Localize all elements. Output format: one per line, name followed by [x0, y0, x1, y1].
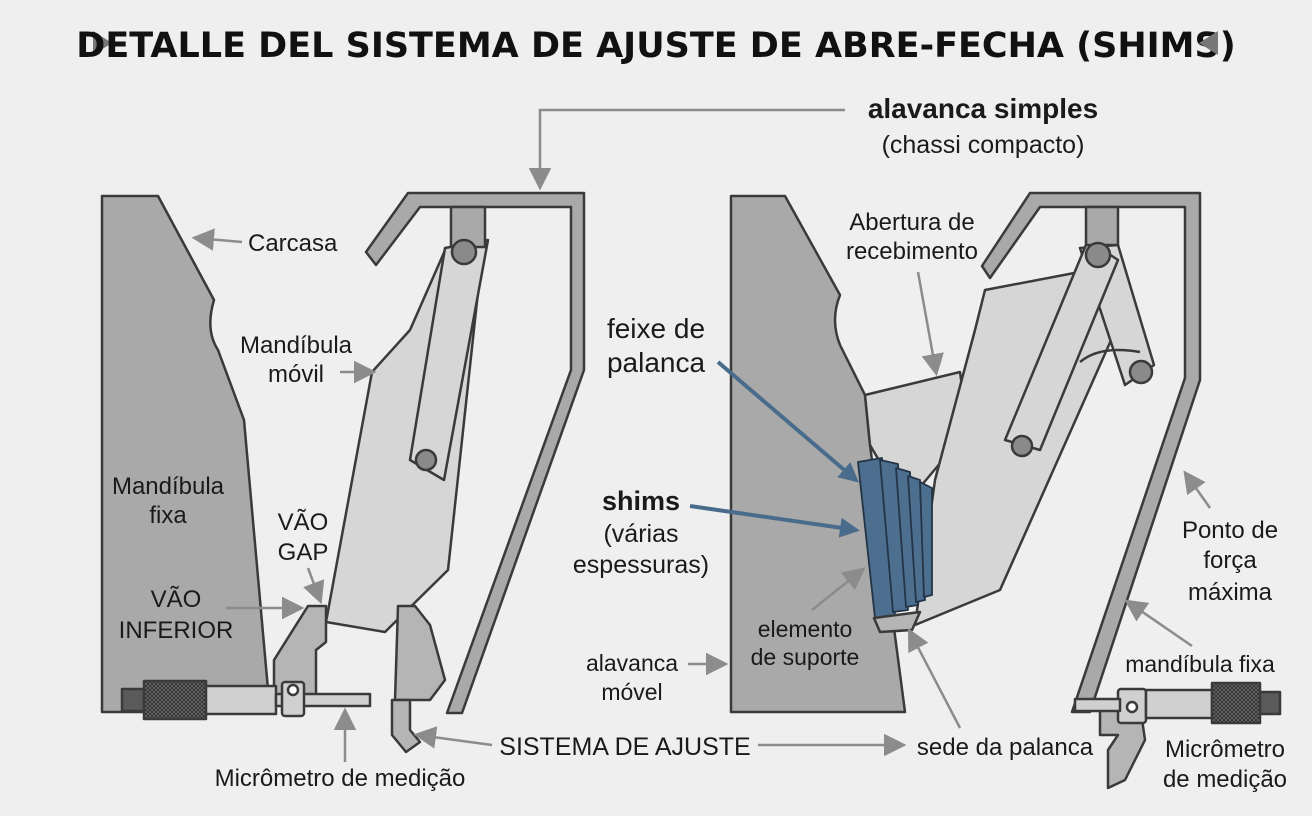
title-bar: DETALLE DEL SISTEMA DE AJUSTE DE ABRE-FE… [76, 26, 1235, 66]
adjust-block-left [272, 604, 328, 702]
label-mandibula-fixa-right: mandíbula fixa [1125, 651, 1275, 677]
right-labels: Abertura de recebimento feixe de palanca… [573, 209, 1287, 793]
arrow-alavanca-simples [528, 108, 845, 191]
right-frame [980, 191, 1202, 714]
label-alavanca-simples: alavanca simples [868, 93, 1098, 124]
label-mandibula-fixa-2: fixa [149, 502, 187, 529]
label-shims-detail-1: (várias [603, 520, 678, 548]
micrometer-lock-icon [286, 683, 300, 697]
shim-5 [919, 481, 933, 598]
outer-frame [364, 191, 586, 715]
label-abertura-2: recebimento [846, 238, 978, 265]
micrometer-barrel [204, 684, 278, 716]
label-alavanca-movel-1: alavanca [586, 650, 678, 676]
right-micrometer-thimble-end [1258, 690, 1282, 716]
top-pivot [450, 238, 478, 266]
label-sede: sede da palanca [917, 734, 1094, 761]
label-mandibula-movil-2: móvil [268, 361, 324, 388]
shim-stack [857, 457, 933, 619]
label-elemento-2: de suporte [751, 644, 860, 670]
shim-2 [879, 459, 909, 613]
arrow-carcasa [191, 228, 243, 251]
label-carcasa: Carcasa [248, 230, 338, 257]
blue-arrows [689, 360, 860, 538]
center-labels: SISTEMA DE AJUSTE alavanca simples (chas… [499, 93, 1098, 761]
arrow-abertura [916, 271, 944, 377]
right-low-pivot [1010, 434, 1034, 458]
shim-3 [895, 467, 919, 608]
right-micrometer-spindle [1073, 697, 1122, 713]
label-micrometro-right-2: de medição [1163, 766, 1287, 793]
label-feixe-2: palanca [607, 347, 706, 378]
label-vao-gap-1: VÃO [278, 509, 329, 536]
arrow-ponto [1183, 470, 1212, 509]
label-abertura-1: Abertura de [849, 209, 974, 236]
title-right-triangle-icon [1199, 31, 1218, 55]
right-linkage-arc [1079, 348, 1141, 363]
adjust-block-right [393, 604, 447, 702]
label-shims-detail-2: espessuras) [573, 551, 709, 579]
arrow-vao-gap [303, 567, 325, 605]
label-sistema-de-ajuste: SISTEMA DE AJUSTE [499, 733, 750, 761]
title-left-triangle-icon [93, 31, 112, 55]
right-micrometer-barrel [1144, 688, 1214, 720]
label-feixe-1: feixe de [607, 313, 705, 344]
left-labels: Carcasa Mandíbula móvil Mandíbula fixa V… [112, 230, 465, 792]
label-vao-inferior-2: INFERIOR [119, 617, 234, 644]
label-vao-gap-2: GAP [278, 539, 329, 566]
label-mandibula-fixa-1: Mandíbula [112, 473, 225, 500]
arrow-shims [689, 504, 860, 538]
right-arrows [688, 271, 1212, 729]
left-arrows [191, 228, 377, 762]
adjust-hook [390, 698, 422, 754]
label-ponto-3: máxima [1188, 579, 1273, 606]
arrow-sistema-left [413, 726, 493, 749]
arrow-sede [907, 628, 962, 729]
arrow-elemento [811, 567, 866, 611]
label-micrometro-right-1: Micrômetro [1165, 736, 1285, 763]
label-ponto-2: força [1203, 547, 1257, 574]
lower-pivot [414, 448, 438, 472]
center-arrows [413, 108, 907, 757]
label-elemento-1: elemento [758, 616, 853, 642]
arrow-feixe [716, 360, 860, 483]
right-top-bracket [1084, 205, 1120, 247]
label-mandibula-movil-1: Mandíbula [240, 332, 353, 359]
label-alavanca-movel-2: móvel [601, 679, 662, 705]
micrometer-knurl [142, 679, 208, 721]
micrometer-thimble-end [120, 687, 146, 713]
housing-inner-line [157, 195, 245, 421]
right-mid-pivot [1128, 359, 1154, 385]
arrow-mandibula-fixa-right [1124, 599, 1193, 648]
right-micrometer-knurl [1210, 681, 1262, 725]
right-top-pivot [1084, 241, 1112, 269]
page-title: DETALLE DEL SISTEMA DE AJUSTE DE ABRE-FE… [76, 26, 1235, 66]
label-chassi-compacto: (chassi compacto) [882, 131, 1085, 159]
label-shims: shims [602, 486, 680, 516]
label-ponto-1: Ponto de [1182, 517, 1278, 544]
label-vao-inferior-1: VÃO [151, 586, 202, 613]
label-micrometro-left: Micrômetro de medição [215, 765, 466, 792]
right-micrometer-lock-icon [1125, 700, 1139, 714]
right-crusher [729, 191, 1282, 790]
left-crusher [100, 191, 586, 754]
